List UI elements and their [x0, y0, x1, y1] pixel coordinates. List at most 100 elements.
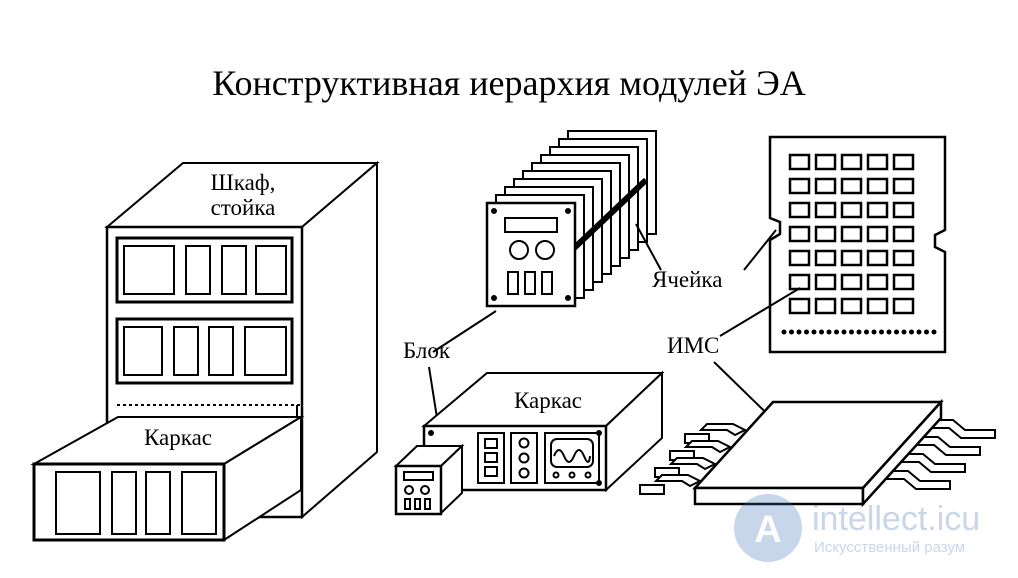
board-chip: [788, 153, 811, 171]
drawer-front: [32, 462, 226, 542]
drawer-slot: [111, 471, 137, 535]
ic-pin: [683, 440, 733, 454]
block-front: [394, 464, 443, 516]
board-pin: [834, 329, 839, 335]
frame-scope-module: [544, 432, 600, 484]
drawer-slot: [145, 471, 171, 535]
cabinet-side: [301, 160, 378, 520]
board-chip: [892, 225, 915, 243]
board-chip: [814, 225, 837, 243]
frame-scope-wave: [553, 449, 591, 463]
board-pin: [804, 329, 809, 335]
cell-display: [504, 217, 558, 233]
board-pin: [894, 329, 899, 335]
block-switch: [424, 498, 431, 510]
label-frame-cabinet: Каркас: [144, 425, 212, 450]
frame-module-a-slot: [484, 438, 498, 449]
cabinet-panel-2: [115, 317, 294, 385]
cabinet-panel-1-slot: [221, 245, 247, 295]
board-chip: [892, 177, 915, 195]
board-chip: [788, 201, 811, 219]
label-cell: Ячейка: [652, 267, 722, 292]
board-pin: [841, 329, 847, 335]
board-pin: [916, 329, 922, 335]
frame-module-a-slot: [484, 452, 498, 463]
drawer-window: [181, 471, 217, 535]
board-chip: [788, 249, 811, 267]
board-chip: [814, 249, 837, 267]
board-pin: [826, 329, 832, 335]
block-leader-line: [432, 310, 497, 353]
label-ic: ИМС: [667, 333, 719, 358]
board-chip: [866, 201, 889, 219]
board-pin: [909, 329, 914, 335]
board-chip: [892, 273, 915, 291]
board-chip: [840, 177, 863, 195]
board-chip: [866, 297, 889, 315]
board-chip-grid: [788, 153, 915, 315]
page-title: Конструктивная иерархия модулей ЭА: [212, 63, 806, 103]
knob: [568, 471, 576, 479]
label-cabinet-line2: стойка: [211, 195, 276, 220]
cabinet-frame-drawer: Каркас: [30, 415, 305, 542]
cabinet-panel-1-window: [123, 245, 175, 295]
cell-front-plate: [485, 201, 577, 308]
knob: [518, 452, 530, 464]
board-leader-line: [743, 229, 777, 271]
block-switch: [404, 498, 411, 510]
board-pin: [811, 329, 817, 335]
board-pin: [789, 329, 794, 335]
knob: [518, 437, 530, 449]
ic-pin-foot: [639, 484, 665, 495]
board-pin: [886, 329, 892, 335]
frame-module-a: [477, 432, 505, 484]
cell-switch: [524, 271, 536, 295]
board-chip: [840, 249, 863, 267]
board-chip: [788, 297, 811, 315]
board-chip: [814, 297, 837, 315]
board-chip: [892, 297, 915, 315]
board-pin: [924, 329, 929, 335]
block-switch: [414, 498, 421, 510]
ic-pin: [653, 474, 703, 488]
cell-stack-bar: [567, 177, 649, 255]
ic-pins: [639, 419, 996, 495]
board-chip: [840, 153, 863, 171]
watermark-logo-icon: [734, 494, 802, 562]
board-pin: [849, 329, 854, 335]
screw: [491, 295, 497, 301]
ic-pin: [879, 470, 951, 490]
board-chip: [814, 177, 837, 195]
knob: [509, 240, 529, 260]
cabinet-panel-1-window: [255, 245, 287, 295]
knob: [518, 467, 530, 479]
cabinet-panel-1: [115, 236, 294, 304]
board-pin: [819, 329, 824, 335]
cabinet-panel-2-slot: [173, 326, 199, 376]
label-frame-center: Каркас: [514, 388, 582, 413]
cell-front-board: [485, 201, 577, 308]
board-connector-pins: [781, 329, 937, 335]
board-pin: [879, 329, 884, 335]
cabinet-panel-2-window: [123, 326, 163, 376]
watermark-tagline: Искусственный разум: [814, 539, 965, 556]
board-pin: [864, 329, 869, 335]
ic-leader-line: [719, 287, 801, 337]
board-chip: [866, 153, 889, 171]
integrated-circuit: ИМС: [639, 287, 996, 508]
board-pin: [856, 329, 862, 335]
watermark: A intellect.icu Искусственный разум: [734, 494, 980, 562]
board-chip: [840, 201, 863, 219]
watermark-name: intellect.icu: [812, 500, 980, 538]
board-pin: [796, 329, 802, 335]
board-chip: [788, 177, 811, 195]
label-block: Блок: [403, 338, 451, 363]
board-chip: [892, 249, 915, 267]
board-chip: [814, 273, 837, 291]
cell-switch: [541, 271, 553, 295]
knob: [584, 471, 592, 479]
board-pin: [931, 329, 937, 335]
label-cabinet-line1: Шкаф,: [211, 170, 276, 195]
